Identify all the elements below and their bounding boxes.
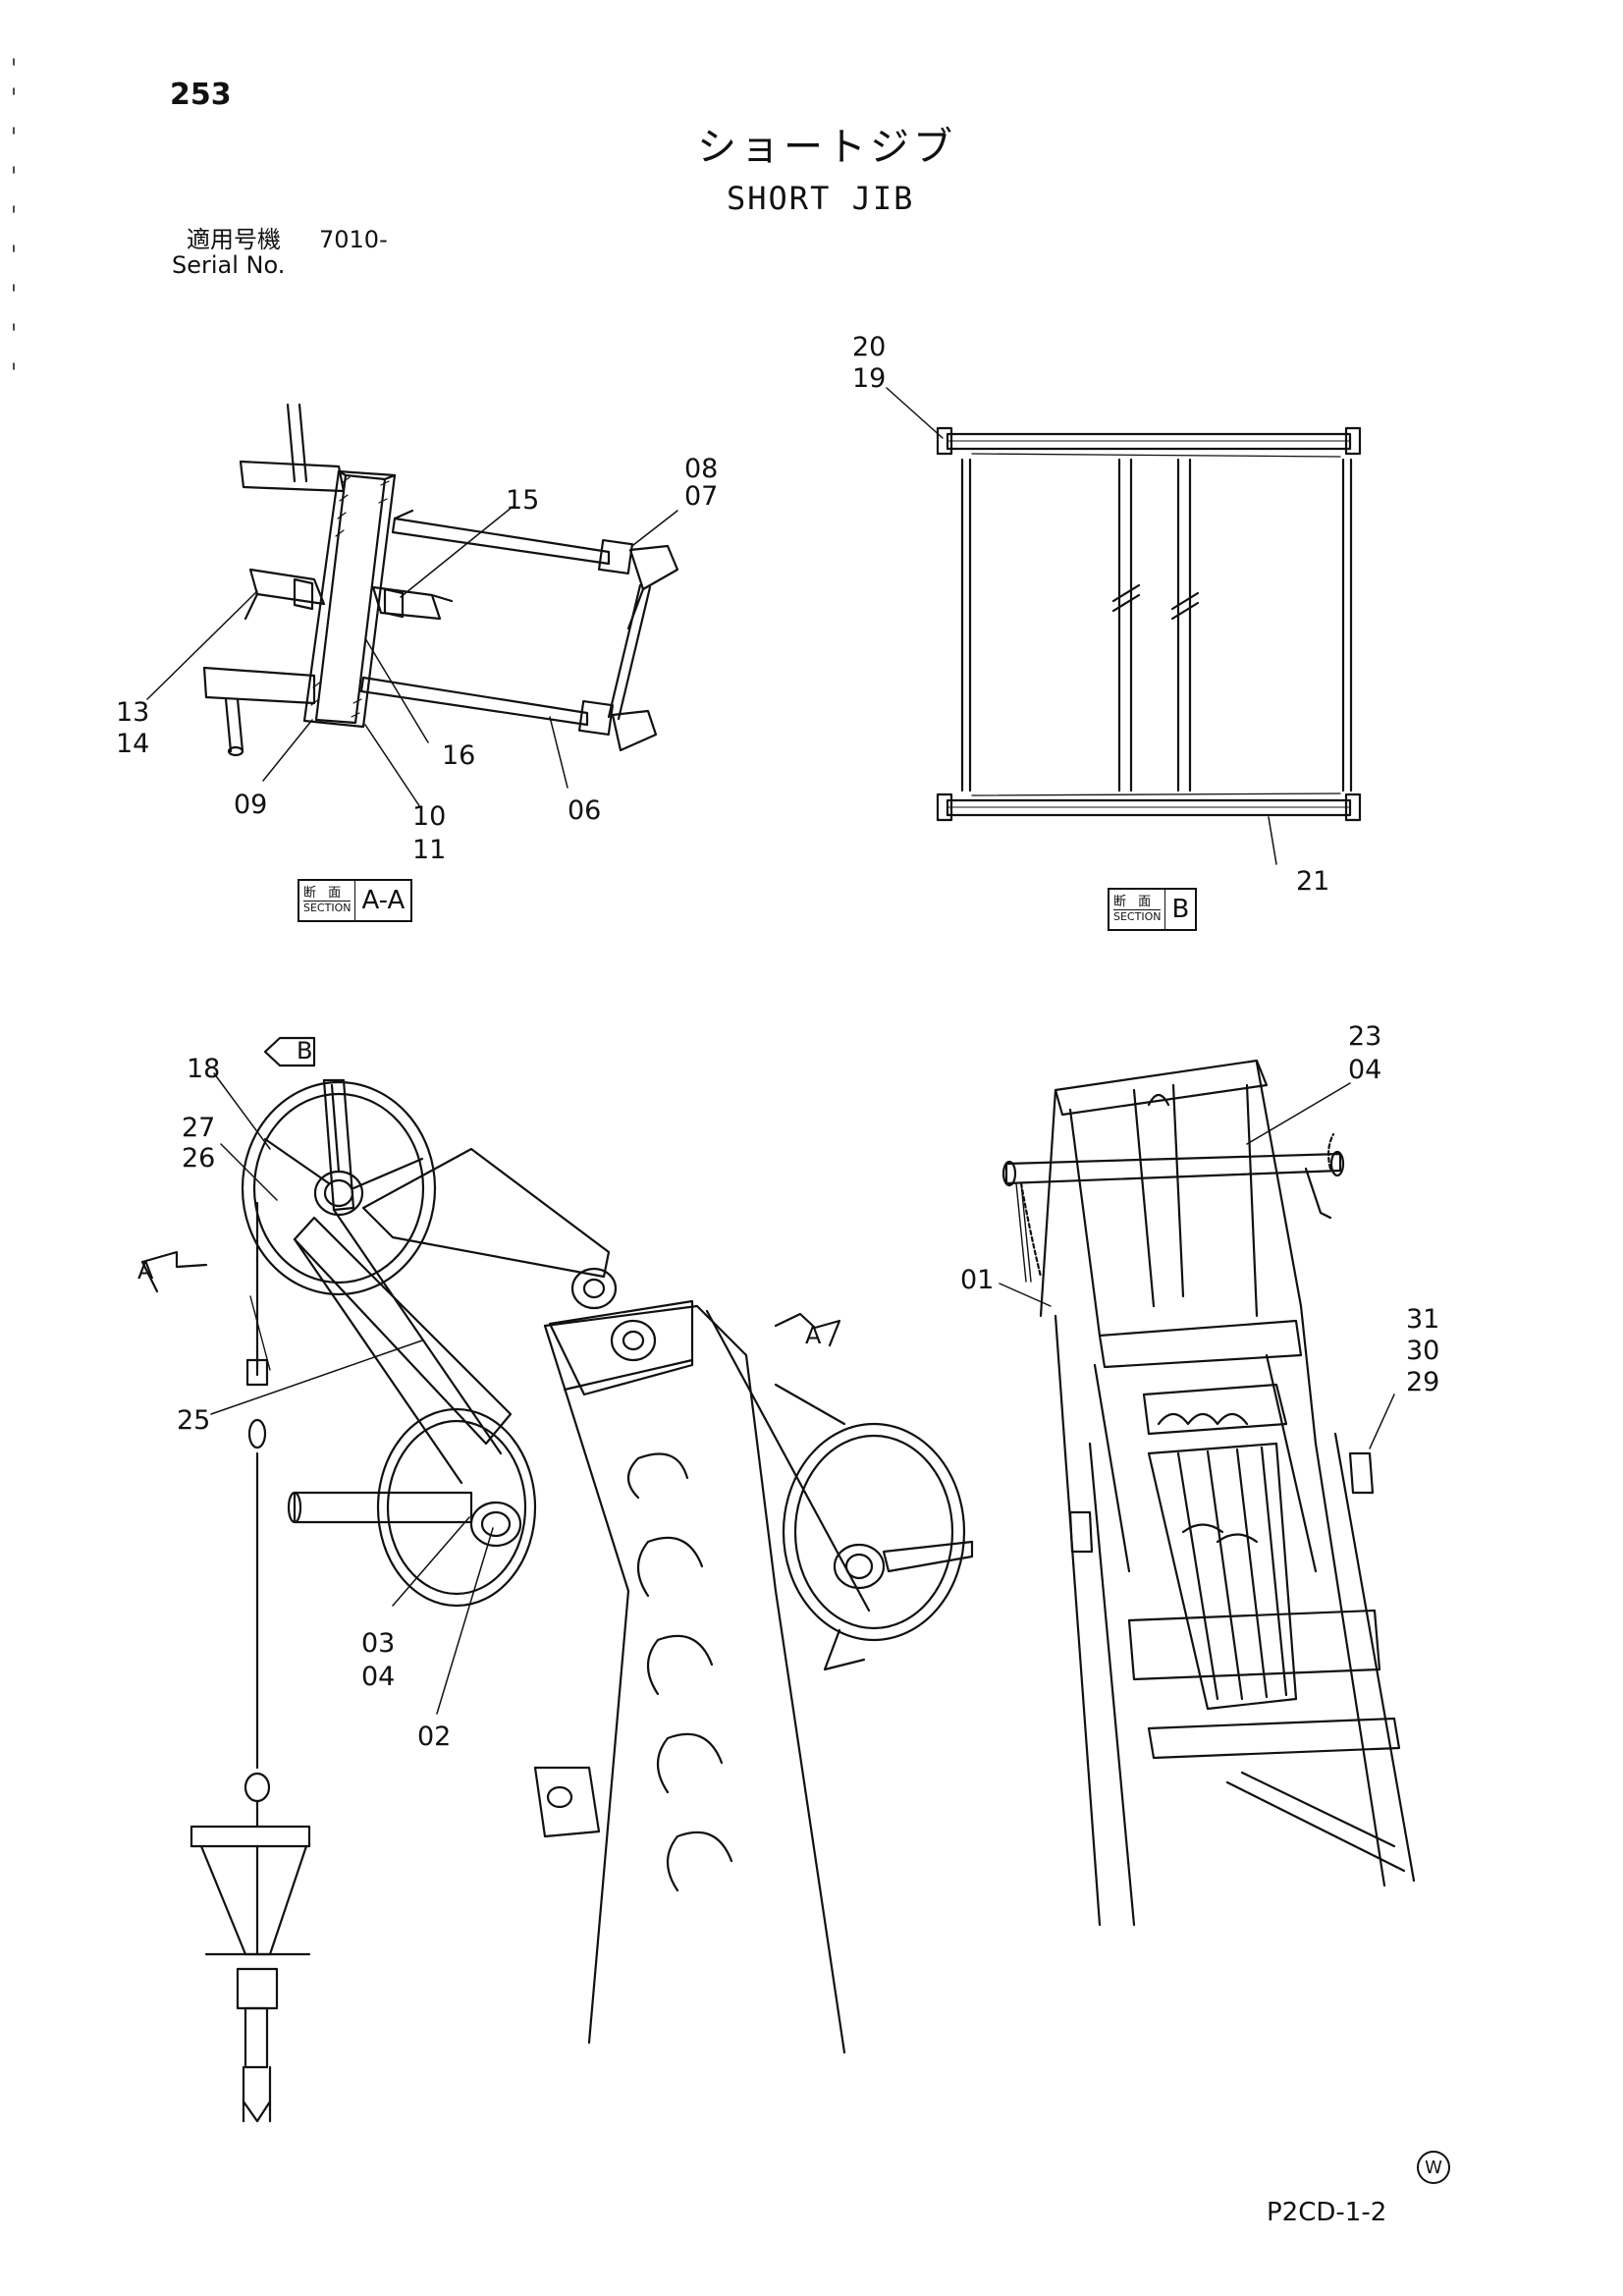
top-view-leaders — [999, 1082, 1395, 1449]
callout-08: 08 — [684, 454, 719, 484]
callout-31: 31 — [1406, 1304, 1440, 1335]
section-aa-leaders — [146, 506, 678, 808]
callout-16: 16 — [442, 740, 476, 771]
title-english: SHORT JIB — [727, 180, 915, 217]
section-b-name: B — [1171, 895, 1190, 924]
title-japanese: ショートジブ — [697, 125, 956, 170]
callout-04-main: 04 — [361, 1662, 396, 1692]
callout-25: 25 — [177, 1405, 211, 1436]
callout-06: 06 — [568, 795, 602, 826]
serial-value: 7010- — [319, 226, 388, 253]
callout-18: 18 — [187, 1054, 221, 1084]
main-view-leaders — [210, 1072, 494, 1715]
section-aa-name: A-A — [361, 886, 406, 915]
section-b-drawing — [936, 426, 1362, 822]
section-aa-label: 断 面 SECTION A-A — [298, 879, 413, 922]
drawing-code: P2CD-1-2 — [1267, 2198, 1387, 2227]
section-aa-drawing — [202, 403, 679, 757]
callout-01: 01 — [960, 1265, 995, 1295]
top-view-drawing — [1001, 1059, 1416, 1927]
callout-19: 19 — [852, 363, 887, 394]
callout-02: 02 — [417, 1722, 452, 1752]
section-b-jp: 断 面 — [1113, 894, 1156, 909]
section-aa-jp: 断 面 — [303, 885, 346, 901]
callout-26: 26 — [182, 1143, 216, 1174]
serial-label-english: Serial No. — [172, 251, 286, 279]
watermark-w: W — [1417, 2151, 1450, 2184]
main-view-drawing — [140, 1036, 974, 2123]
callout-27: 27 — [182, 1113, 216, 1143]
callout-20: 20 — [852, 332, 887, 362]
callout-10: 10 — [412, 801, 447, 832]
callout-13: 13 — [116, 697, 150, 728]
callout-15: 15 — [506, 485, 540, 516]
page-number: 253 — [170, 78, 232, 112]
section-b-label: 断 面 SECTION B — [1108, 888, 1198, 931]
callout-14: 14 — [116, 729, 150, 759]
callout-23: 23 — [1348, 1021, 1382, 1052]
view-marker-a-left: A — [137, 1257, 154, 1285]
section-aa-en: SECTION — [303, 901, 352, 915]
view-marker-a-right: A — [805, 1322, 822, 1349]
callout-04-top: 04 — [1348, 1055, 1382, 1085]
callout-11: 11 — [412, 835, 447, 865]
section-b-en: SECTION — [1113, 909, 1162, 924]
callout-03: 03 — [361, 1628, 396, 1659]
view-marker-b: B — [297, 1037, 313, 1065]
callout-30: 30 — [1406, 1336, 1440, 1366]
callout-21: 21 — [1296, 866, 1330, 897]
callout-09: 09 — [234, 790, 268, 820]
section-b-leaders — [886, 387, 1277, 865]
serial-label-japanese: 適用号機 — [187, 226, 281, 253]
callout-29: 29 — [1406, 1367, 1440, 1397]
callout-07: 07 — [684, 481, 719, 512]
